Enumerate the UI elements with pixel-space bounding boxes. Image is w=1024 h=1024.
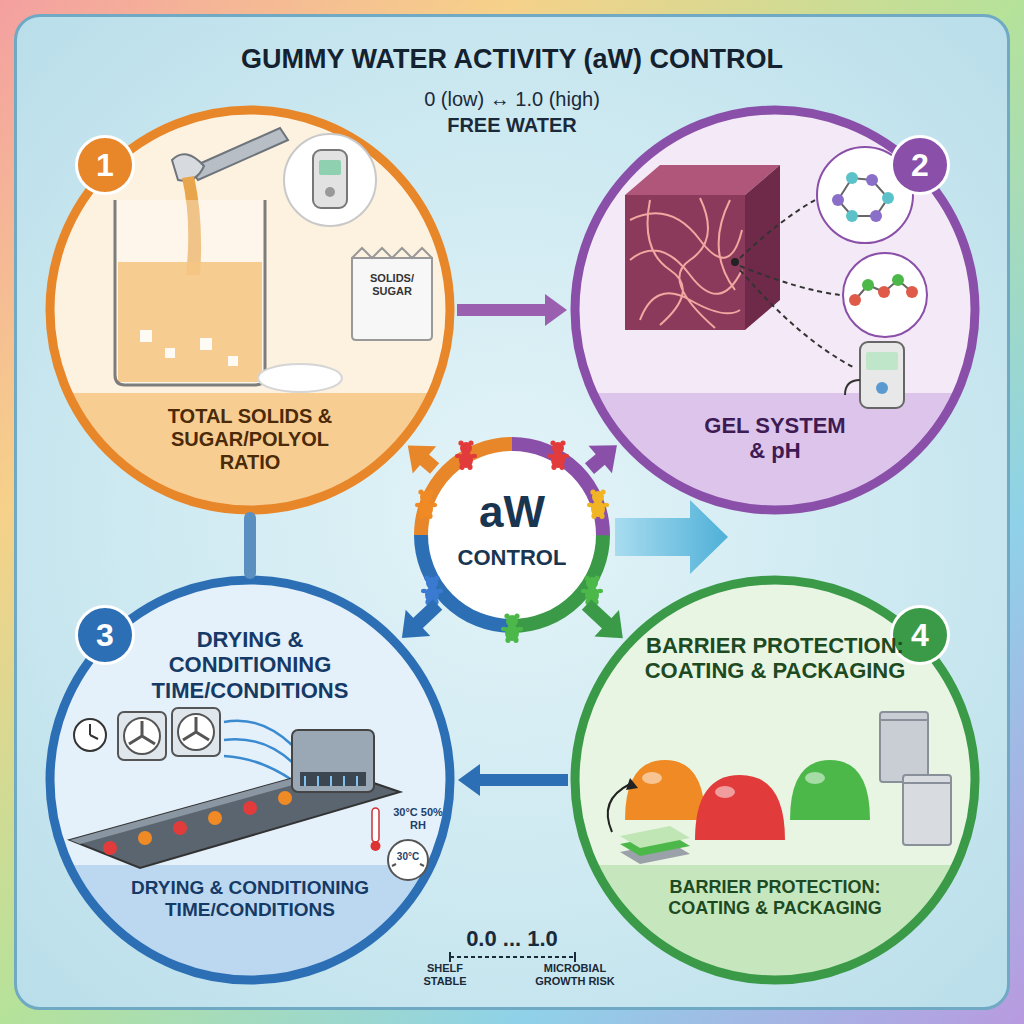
factor-circle: 3DRYING & CONDITIONING TIME/CONDITIONSDR… xyxy=(45,575,455,985)
connector-arrow xyxy=(402,605,438,638)
bag-label: SOLIDS/ SUGAR xyxy=(356,272,428,297)
hub-ring xyxy=(421,444,603,626)
callout-number: 2 xyxy=(911,147,929,184)
hub-label: CONTROL xyxy=(427,545,597,570)
arrow-head xyxy=(589,445,617,473)
connector-line xyxy=(457,304,547,316)
circle-border xyxy=(575,110,975,510)
label-band xyxy=(570,393,980,515)
drying-illustration xyxy=(70,708,428,880)
connector-line xyxy=(587,605,609,625)
diagram-title: GUMMY WATER ACTIVITY (aW) CONTROL xyxy=(162,44,862,75)
scale-end-label: MICROBIAL GROWTH RISK xyxy=(530,962,620,987)
connector-line xyxy=(478,774,568,786)
factor-label: BARRIER PROTECTION: COATING & PACKAGING xyxy=(638,633,913,684)
circle-fill xyxy=(574,579,976,981)
callout-badge: 2 xyxy=(890,135,950,195)
factor-label: GEL SYSTEM & pH xyxy=(695,413,855,464)
gummy-bears xyxy=(415,440,609,643)
connector-line xyxy=(417,605,438,625)
hub-ring xyxy=(421,444,603,626)
scale-note: 0 (low) ↔ 1.0 (high) xyxy=(362,88,662,111)
factor-label: DRYING & CONDITIONING TIME/CONDITIONS xyxy=(110,877,390,921)
callout-number: 3 xyxy=(96,617,114,654)
connector-arrow xyxy=(457,294,567,326)
connector-arrow xyxy=(408,446,436,474)
label-band xyxy=(45,393,455,515)
factor-circle: 4BARRIER PROTECTION: COATING & PACKAGING… xyxy=(570,575,980,985)
callout-badge: 3 xyxy=(75,605,135,665)
factor-circle: 1TOTAL SOLIDS & SUGAR/POLYOL RATIO xyxy=(45,105,455,515)
barrier-illustration xyxy=(608,712,951,864)
connector-arrow xyxy=(458,764,568,796)
arrow-head xyxy=(402,610,430,638)
arrow-head xyxy=(545,294,567,326)
subtitle: FREE WATER xyxy=(362,114,662,137)
scale-bar xyxy=(450,952,575,962)
arrow-head xyxy=(408,446,436,474)
circle-fill xyxy=(49,579,451,981)
scale-range: 0.0 ... 1.0 xyxy=(432,926,592,951)
connector-line xyxy=(423,459,435,469)
connector-line xyxy=(244,518,256,573)
connector-arrow xyxy=(589,445,617,473)
decor-arrow xyxy=(615,500,728,574)
hub-ring xyxy=(421,444,603,626)
scale-end-label: SHELF STABLE xyxy=(415,962,475,987)
connector-arrow xyxy=(250,518,251,573)
callout-number: 1 xyxy=(96,147,114,184)
hub-fill xyxy=(420,443,604,627)
gauge-label: 30°C xyxy=(388,851,428,863)
circle-border xyxy=(575,580,975,980)
gel-illustration xyxy=(625,147,927,408)
callout-badge: 1 xyxy=(75,135,135,195)
connector-line xyxy=(590,458,602,468)
factor-circle: 2GEL SYSTEM & pH xyxy=(570,105,980,515)
circle-fill xyxy=(49,109,451,511)
factor-label: TOTAL SOLIDS & SUGAR/POLYOL RATIO xyxy=(145,405,355,474)
circle-fill xyxy=(574,109,976,511)
condition-label: 30°C 50% RH xyxy=(392,806,444,831)
circle-border xyxy=(50,110,450,510)
arrow-head xyxy=(594,610,622,638)
label-band xyxy=(570,865,980,985)
callout-number: 4 xyxy=(911,617,929,654)
factor-label: DRYING & CONDITIONING TIME/CONDITIONS xyxy=(130,627,370,703)
circle-border xyxy=(50,580,450,980)
solids-illustration xyxy=(115,128,432,392)
connector-arrow xyxy=(587,605,623,639)
control-hub-circle: aW CONTROL xyxy=(412,435,612,635)
hub-ring xyxy=(421,444,603,626)
hub-label: aW xyxy=(427,487,597,538)
label-band xyxy=(45,865,455,985)
factor-label: BARRIER PROTECTION: COATING & PACKAGING xyxy=(645,877,905,918)
arrow-head xyxy=(458,764,480,796)
